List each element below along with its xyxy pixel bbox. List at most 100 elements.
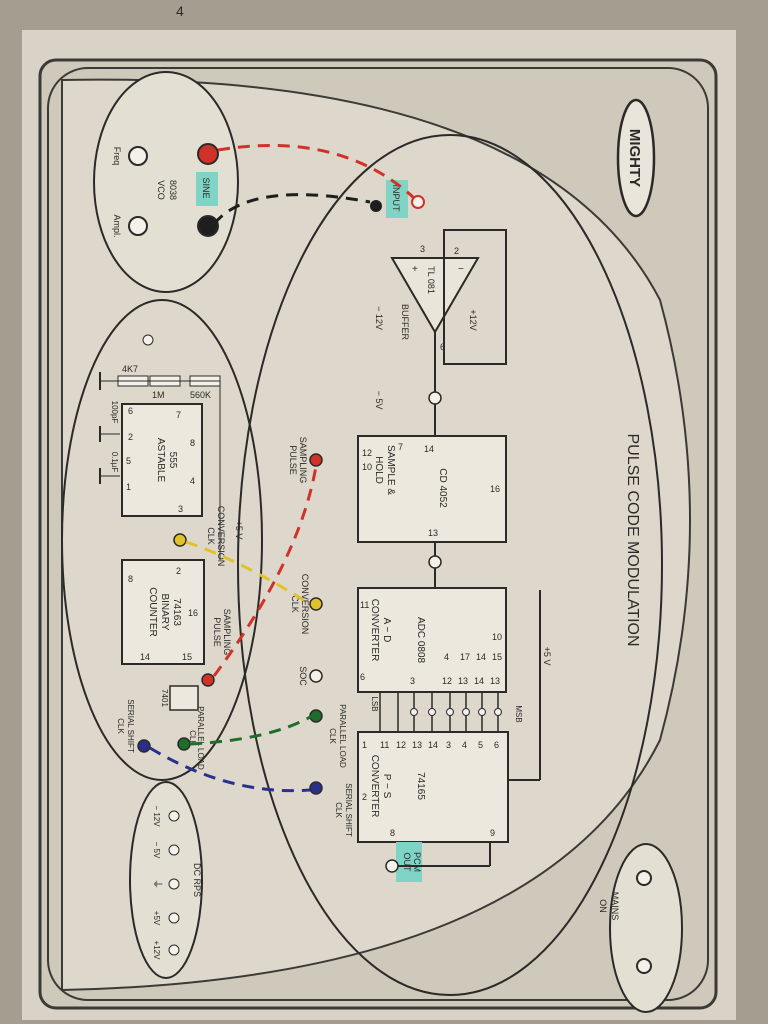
sh-pin12: 12 <box>362 448 372 458</box>
vco-name-label: VCO <box>156 180 166 200</box>
mains-switch[interactable] <box>636 870 652 886</box>
buffer-pin6: 6 <box>440 342 445 352</box>
shift-chip: 74165 <box>415 772 426 800</box>
input-label: INPUT <box>391 185 401 213</box>
counter-pin8: 8 <box>128 574 133 584</box>
sh-pin10: 10 <box>362 462 372 472</box>
buffer-ground-socket[interactable] <box>370 200 382 212</box>
counter-serial-shift-label: SERIAL SHIFT <box>126 699 135 753</box>
astable-pin4: 4 <box>190 476 195 486</box>
brand-logo: MIGHTY <box>616 98 656 218</box>
dc-label-3: ⏚ <box>151 879 163 889</box>
astable-r3: 560K <box>190 390 211 400</box>
counter-pin14: 14 <box>140 652 150 662</box>
sampling-pulse-socket[interactable] <box>309 453 323 467</box>
buffer-name-label: BUFFER <box>400 304 410 341</box>
adc-supply: +5 V <box>542 647 552 666</box>
binary-counter-block <box>121 559 205 665</box>
astable-r1: 4K7 <box>122 364 138 374</box>
dc-minus5-socket[interactable] <box>168 844 180 856</box>
brand-name: MIGHTY <box>626 129 643 187</box>
serial-shift-clk-socket[interactable] <box>309 781 323 795</box>
vco-chip-label: 8038 <box>168 180 178 200</box>
pcm-out-label-2: OUT <box>402 853 412 873</box>
pcm-out-label: PCM <box>412 852 422 872</box>
counter-parallel-load-label-2: CLK <box>188 730 197 746</box>
dc-ground-socket[interactable] <box>168 878 180 890</box>
shift-pin-top-2: 5 <box>478 740 483 750</box>
adc-chip: ADC 0808 <box>415 617 426 664</box>
adc-block <box>357 587 507 693</box>
adc-pin-bot-2: 14 <box>474 676 484 686</box>
freq-knob[interactable] <box>128 146 148 166</box>
sine-output-socket[interactable] <box>197 143 219 165</box>
astable-pin3: 3 <box>178 504 183 514</box>
buffer-chip-label: TL 081 <box>426 266 436 294</box>
astable-conv-clk-label: CONVERSION <box>216 506 226 567</box>
adc-conversion-clk-socket[interactable] <box>309 597 323 611</box>
counter-serial-shift-socket[interactable] <box>137 739 151 753</box>
main-circuit-section <box>237 134 663 996</box>
counter-serial-shift-label-2: CLK <box>116 718 125 734</box>
buffer-output-testpoint[interactable] <box>428 391 442 405</box>
soc-socket[interactable] <box>309 669 323 683</box>
shift-pin9: 9 <box>490 828 495 838</box>
adc-conv-clk-label-2: CLK <box>290 595 300 613</box>
dc-label-4: +5V <box>152 911 161 926</box>
buffer-input-socket[interactable] <box>411 195 425 209</box>
counter-chip: 74163 <box>171 598 182 626</box>
adc-pin-top-4: 17 <box>460 652 470 662</box>
shift-register-block <box>357 731 509 843</box>
sh-pin16: 16 <box>490 484 500 494</box>
shift-pin-top-4: 3 <box>446 740 451 750</box>
dc-plus5-socket[interactable] <box>168 912 180 924</box>
sh-pin14: 14 <box>424 444 434 454</box>
black-patch-wire-ground <box>212 193 371 225</box>
counter-pin2: 2 <box>176 566 181 576</box>
clock-section-testpoint[interactable] <box>142 334 154 346</box>
pcm-out-socket[interactable] <box>385 859 399 873</box>
soc-label: SOC <box>298 666 308 686</box>
buffer-vminus-label: − 12V <box>374 306 384 330</box>
counter-sampling-label: SAMPLING <box>222 609 232 656</box>
sh-output-testpoint[interactable] <box>428 555 442 569</box>
astable-resistors <box>99 372 221 484</box>
dc-plus12-socket[interactable] <box>168 944 180 956</box>
astable-pin7: 7 <box>176 410 181 420</box>
sample-hold-name: SAMPLE & <box>385 445 396 495</box>
counter-pin15: 15 <box>182 652 192 662</box>
counter-pin16: 16 <box>188 608 198 618</box>
serial-shift-label: SERIAL SHIFT <box>344 783 353 837</box>
astable-pin5: 5 <box>126 456 131 466</box>
adc-pin-bot-4: 12 <box>442 676 452 686</box>
sample-hold-chip: CD 4052 <box>437 468 448 508</box>
astable-conversion-clk-socket[interactable] <box>173 533 187 547</box>
sh-pin13: 13 <box>428 528 438 538</box>
freq-label: Freq <box>112 147 122 166</box>
vco-ground-socket[interactable] <box>197 215 219 237</box>
msb-label: MSB <box>514 705 523 722</box>
ampl-label: Ampl. <box>112 214 122 237</box>
buffer-op-amp <box>390 229 507 392</box>
gate-7401 <box>169 685 199 711</box>
buffer-plus: + <box>412 264 418 275</box>
adc-pin-top-5: 4 <box>444 652 449 662</box>
counter-sampling-label-2: PULSE <box>212 617 222 647</box>
astable-555-block <box>121 403 203 517</box>
astable-conv-clk-label-2: CLK <box>206 527 216 545</box>
page-title: PULSE CODE MODULATION <box>624 433 641 646</box>
sample-hold-name-2: HOLD <box>373 456 384 484</box>
dc-minus12-socket[interactable] <box>168 810 180 822</box>
sh-neg-supply: − 5V <box>374 391 384 410</box>
sine-label: SINE <box>201 177 211 198</box>
counter-sampling-pulse-socket[interactable] <box>201 673 215 687</box>
shift-pin-bot-4: 11 <box>380 740 389 750</box>
astable-c2: 0.1µF <box>110 452 119 473</box>
gate-label: 7401 <box>160 689 169 707</box>
dc-label-1: − 12V <box>152 805 161 827</box>
shift-pin2: 2 <box>362 792 367 802</box>
astable-r2: 1M <box>152 390 165 400</box>
ampl-knob[interactable] <box>128 216 148 236</box>
sh-pin7: 7 <box>398 442 403 452</box>
green-patch-wire-parallel-load <box>189 714 313 746</box>
